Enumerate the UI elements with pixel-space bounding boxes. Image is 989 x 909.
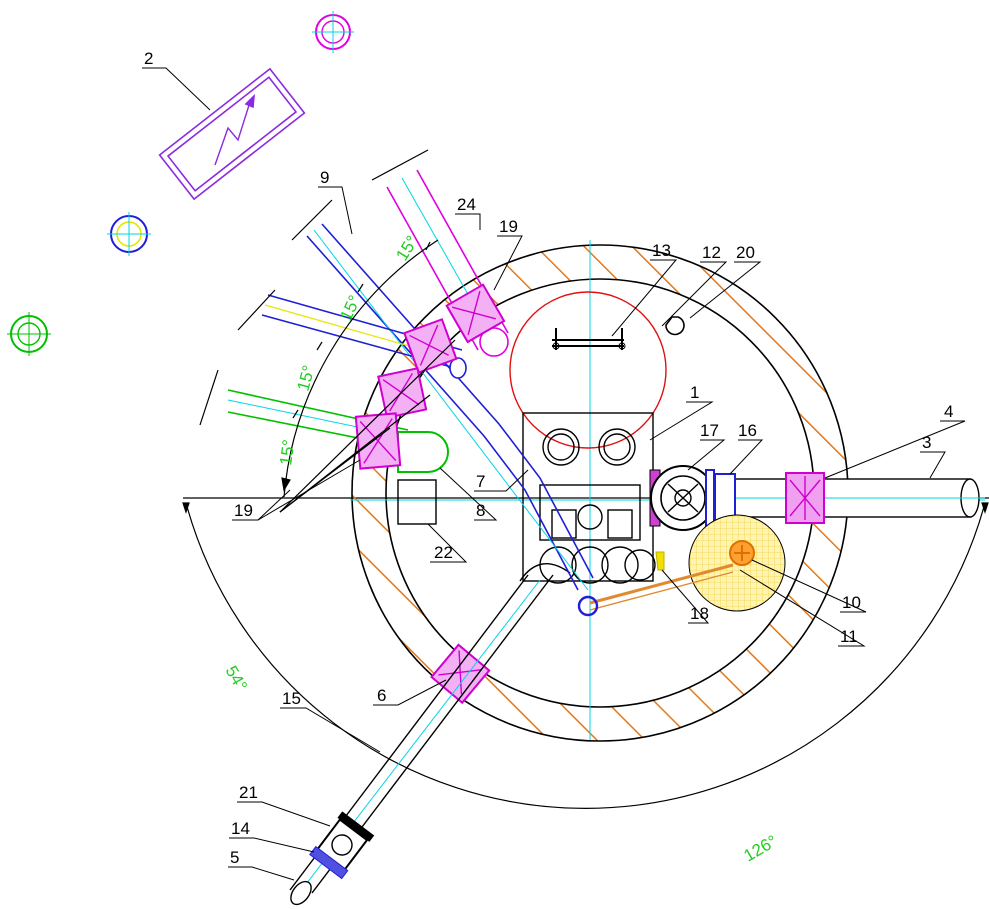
callout-3: 3 xyxy=(922,433,931,452)
callout-9: 9 xyxy=(320,168,329,187)
callout-16: 16 xyxy=(738,421,757,440)
discharge-pipe xyxy=(734,478,985,518)
callout-1: 1 xyxy=(690,383,699,402)
instrument-symbol-top xyxy=(312,11,354,53)
callout-24: 24 xyxy=(457,195,476,214)
callout-20: 20 xyxy=(736,243,755,262)
callout-18: 18 xyxy=(690,604,709,623)
callout-21: 21 xyxy=(239,783,258,802)
float-switch xyxy=(655,551,665,571)
outlet-pipe-lower xyxy=(289,574,554,906)
instrument-symbol-blue xyxy=(107,212,151,256)
wall-coupling-right xyxy=(785,472,825,524)
callout-2: 2 xyxy=(144,49,153,68)
leader-lines xyxy=(142,67,966,881)
pump-housing xyxy=(519,412,656,584)
access-hatch-circle xyxy=(509,291,667,449)
instrument-symbol-green xyxy=(7,312,51,356)
callout-10: 10 xyxy=(842,593,861,612)
angle-label-15-1: 15° xyxy=(392,232,422,264)
callout-8: 8 xyxy=(476,501,485,520)
callout-22: 22 xyxy=(434,543,453,562)
inlet-pipe-magenta xyxy=(371,149,509,357)
vent-item xyxy=(665,316,685,336)
callout-19-top: 19 xyxy=(499,217,518,236)
sump-grate xyxy=(589,514,786,612)
callout-5: 5 xyxy=(230,848,239,867)
callout-17: 17 xyxy=(700,421,719,440)
callout-14: 14 xyxy=(231,819,250,838)
angle-label-15-4: 15° xyxy=(276,438,298,466)
callout-11: 11 xyxy=(840,627,858,646)
angle-label-15-3: 15° xyxy=(294,363,319,393)
control-box xyxy=(397,479,437,525)
callout-15: 15 xyxy=(282,689,301,708)
electrical-cabinet xyxy=(158,67,306,201)
callout-13: 13 xyxy=(652,241,671,260)
angle-label-54: 54° xyxy=(222,663,251,695)
callout-7: 7 xyxy=(476,472,485,491)
angle-label-126: 126° xyxy=(741,831,781,865)
callout-12: 12 xyxy=(702,243,721,262)
callout-4: 4 xyxy=(944,402,953,421)
callout-labels: 2 9 24 19 13 12 20 1 17 16 4 3 7 8 22 19… xyxy=(144,49,953,867)
gate-valve xyxy=(649,465,736,531)
callout-6: 6 xyxy=(377,686,386,705)
callout-19-left: 19 xyxy=(234,501,253,520)
angle-arc-126 xyxy=(182,497,989,809)
